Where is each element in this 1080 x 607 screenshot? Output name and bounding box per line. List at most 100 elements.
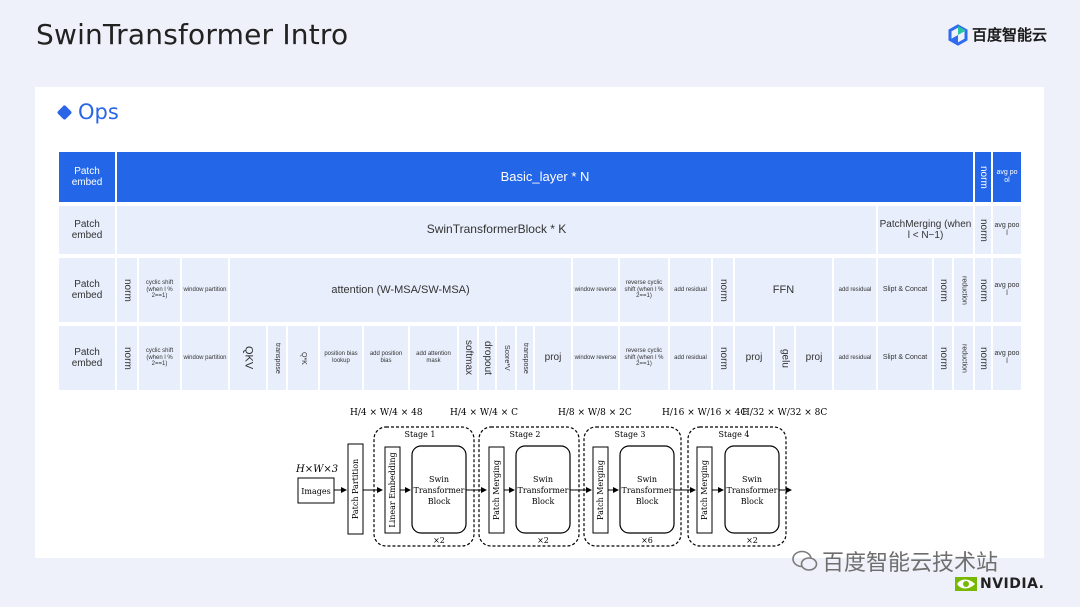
- stage3-dims-label: H/16 × W/16 × 4C: [662, 408, 747, 418]
- row3-norm-d: norm: [975, 258, 991, 322]
- brand-logo: 百度智能云: [948, 23, 1047, 46]
- row4-add-residual-b: add residual: [834, 326, 876, 390]
- row4-reverse-cyclic-shift: reverse cyclic shift (when l % 2==1): [620, 326, 668, 390]
- stage3-swin-line3: Block: [636, 497, 659, 506]
- row3-reduction: reduction: [954, 258, 973, 322]
- row4-proj-c: proj: [796, 326, 832, 390]
- row3-patch-embed: Patch embed: [59, 258, 115, 322]
- images-box: [297, 477, 335, 504]
- row2-patch-embed: Patch embed: [59, 206, 115, 254]
- row4-proj-a: proj: [535, 326, 571, 390]
- row3-norm-c: norm: [934, 258, 952, 322]
- stage3-patch-merging-label: Patch Merging: [596, 460, 605, 520]
- stage4-swin-line3: Block: [741, 497, 764, 506]
- stage1-dims-label: H/4 × W/4 × C: [450, 408, 518, 418]
- brand-name: 百度智能云: [971, 26, 1047, 44]
- row3-ffn: FFN: [735, 258, 832, 322]
- nvidia-eye-icon: [955, 577, 977, 591]
- stage3-label: Stage 3: [615, 430, 646, 439]
- row4-patch-embed: Patch embed: [59, 326, 115, 390]
- row3-window-reverse: window reverse: [573, 258, 618, 322]
- images-label: Images: [301, 487, 330, 496]
- row4-transpose-a: transpose: [268, 326, 286, 390]
- stage2-repeat: ×2: [537, 536, 549, 545]
- stage4-swin-line1: Swin: [742, 475, 762, 484]
- row2-patch-merging: PatchMerging (when l < N−1): [878, 206, 973, 254]
- row3-cyclic-shift: cyclic shift (when l % 2==1): [139, 258, 180, 322]
- row3-attention: attention (W-MSA/SW-MSA): [230, 258, 571, 322]
- row4-reduction: reduction: [954, 326, 973, 390]
- stage4-swin-line2: Transformer: [727, 486, 778, 495]
- row4-qk: Q*K: [288, 326, 318, 390]
- row4-transpose-b: transpose: [517, 326, 533, 390]
- row4-window-partition: window partition: [182, 326, 228, 390]
- row4-norm-a: norm: [117, 326, 137, 390]
- row4-norm-b: norm: [713, 326, 733, 390]
- row4-window-reverse: window reverse: [573, 326, 618, 390]
- row4-proj-b: proj: [735, 326, 773, 390]
- page-title: SwinTransformer Intro: [36, 18, 349, 51]
- input-dims-label: H×W×3: [295, 464, 338, 475]
- row3-slipt-concat: Slipt & Concat: [878, 258, 932, 322]
- stage2-swin-line3: Block: [532, 497, 555, 506]
- row2-norm: norm: [975, 206, 991, 254]
- patch-partition-label: Patch Partition: [351, 459, 360, 519]
- section-title: Ops: [78, 100, 119, 124]
- row1-avgpool: avg po ol: [993, 152, 1021, 202]
- row3-window-partition: window partition: [182, 258, 228, 322]
- row4-norm-d: norm: [975, 326, 991, 390]
- row4-add-position-bias: add position bias: [364, 326, 408, 390]
- section-heading: Ops: [56, 100, 119, 124]
- watermark: 百度智能云技术站: [792, 545, 998, 577]
- row4-score-v: Score*V: [497, 326, 515, 390]
- stage3-dashed-box: [583, 426, 682, 547]
- stage4-dashed-box: [687, 426, 787, 547]
- stage4-label: Stage 4: [719, 430, 750, 439]
- stage2-label: Stage 2: [510, 430, 541, 439]
- row1-basic-layer: Basic_layer * N: [117, 152, 973, 202]
- stage1-swin-line1: Swin: [429, 475, 449, 484]
- stage2-patch-merging-label: Patch Merging: [492, 460, 501, 520]
- stage4-repeat: ×2: [746, 536, 758, 545]
- stage4-dims-label: H/32 × W/32 × 8C: [742, 408, 827, 418]
- nvidia-text: NVIDIA.: [980, 576, 1045, 592]
- stage4-patch-merging-label: Patch Merging: [700, 460, 709, 520]
- nvidia-logo: NVIDIA.: [955, 576, 1045, 592]
- watermark-text: 百度智能云技术站: [822, 551, 999, 576]
- stage1-label: Stage 1: [405, 430, 436, 439]
- stage1-swin-line2: Transformer: [414, 486, 465, 495]
- stage1-repeat: ×2: [433, 536, 445, 545]
- row4-norm-c: norm: [934, 326, 952, 390]
- row2-swin-block: SwinTransformerBlock * K: [117, 206, 876, 254]
- stage3-swin-line2: Transformer: [622, 486, 673, 495]
- row2-avgpool: avg poo l: [993, 206, 1021, 254]
- diamond-bullet-icon: [56, 104, 73, 120]
- row4-slipt-concat: Slipt & Concat: [878, 326, 932, 390]
- row4-softmax: softmax: [459, 326, 477, 390]
- partition-dims-label: H/4 × W/4 × 48: [350, 408, 423, 418]
- row1-patch-embed: Patch embed: [59, 152, 115, 202]
- row3-add-residual-b: add residual: [834, 258, 876, 322]
- row3-norm-b: norm: [713, 258, 733, 322]
- stage2-swin-line1: Swin: [533, 475, 553, 484]
- row4-add-residual-a: add residual: [670, 326, 711, 390]
- row4-cyclic-shift: cyclic shift (when l % 2==1): [139, 326, 180, 390]
- swin-architecture-diagram: H/4 × W/4 × 48 H/4 × W/4 × C H/8 × W/8 ×…: [295, 408, 827, 547]
- stage1-swin-line3: Block: [428, 497, 451, 506]
- row3-avgpool: avg poo l: [993, 258, 1021, 322]
- row4-dropout: dropout: [479, 326, 495, 390]
- stage2-swin-line2: Transformer: [518, 486, 569, 495]
- wechat-icon: [792, 550, 818, 571]
- stage1-dashed-box: [373, 426, 475, 547]
- row4-avgpool: avg poo l: [993, 326, 1021, 390]
- stage3-swin-line1: Swin: [637, 475, 657, 484]
- stage3-repeat: ×6: [641, 536, 653, 545]
- stage2-dashed-box: [478, 426, 580, 547]
- row4-qkv: QKV: [230, 326, 266, 390]
- row3-norm-a: norm: [117, 258, 137, 322]
- stage2-dims-label: H/8 × W/8 × 2C: [558, 408, 632, 418]
- row1-norm: norm: [975, 152, 991, 202]
- patch-partition-box: [347, 443, 364, 535]
- row4-gelu: gelu: [775, 326, 794, 390]
- baidu-cloud-logo-icon: [948, 23, 968, 46]
